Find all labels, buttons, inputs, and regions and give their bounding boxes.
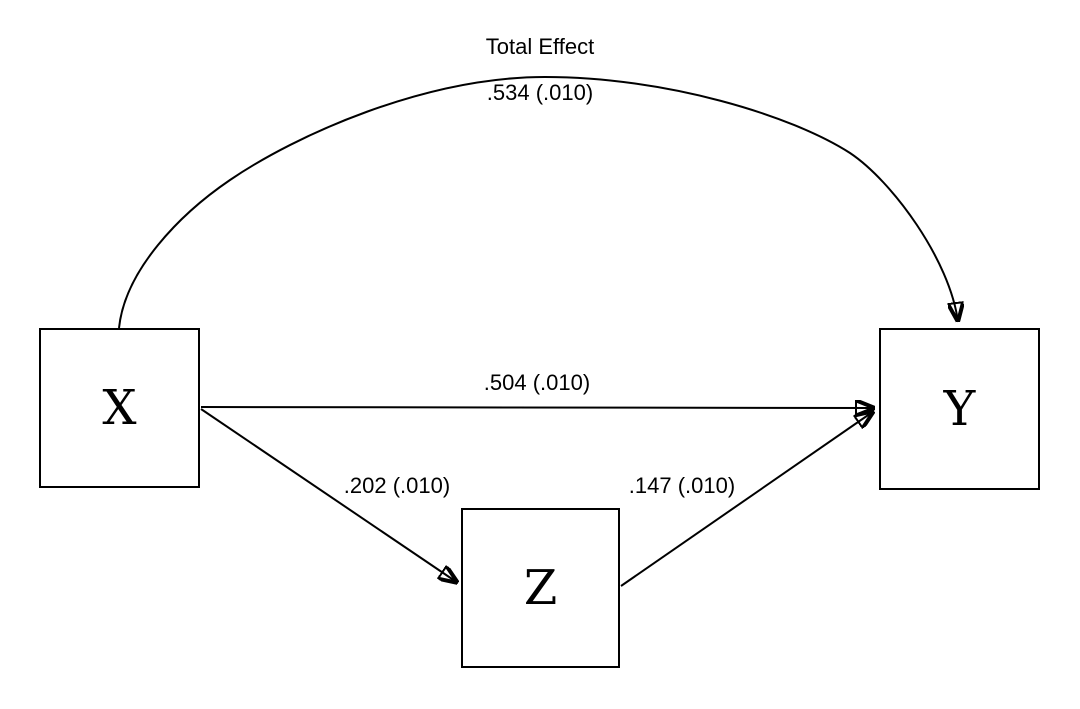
- node-y-label: Y: [943, 381, 976, 437]
- z-to-y-coefficient: .147 (.010): [628, 473, 736, 498]
- z-to-y-arrow: [620, 411, 874, 587]
- node-x-label: X: [102, 380, 137, 436]
- total-effect-title: Total Effect: [485, 34, 595, 59]
- node-z: Z: [461, 508, 620, 668]
- x-to-z-coefficient: .202 (.010): [343, 473, 451, 498]
- total-effect-arrow: [118, 75, 958, 329]
- node-y: Y: [879, 328, 1040, 490]
- node-z-label: Z: [523, 560, 558, 616]
- node-x: X: [39, 328, 200, 488]
- direct-effect-arrow: [200, 407, 875, 408]
- direct-effect-coefficient: .504 (.010): [483, 370, 591, 395]
- x-to-z-arrow: [200, 408, 458, 583]
- total-effect-coefficient: .534 (.010): [486, 80, 594, 105]
